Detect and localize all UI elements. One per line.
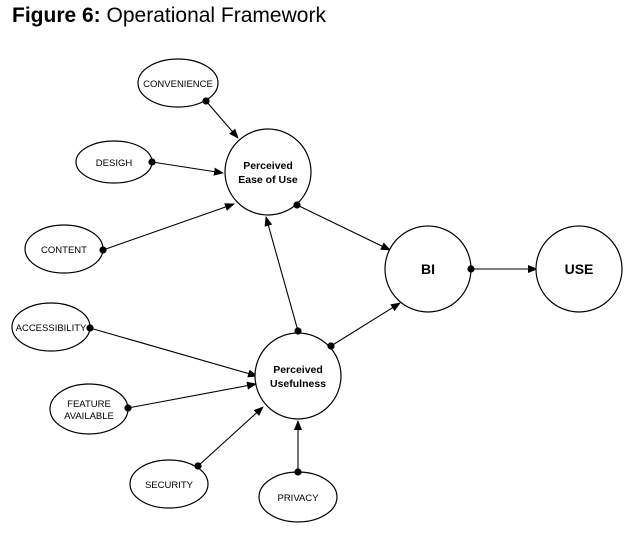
node-use: USE — [535, 225, 623, 313]
node-pu-label-2: Usefulness — [270, 378, 326, 390]
edges — [89, 100, 538, 472]
edge-content-peou — [102, 203, 235, 251]
dot-security — [194, 462, 202, 470]
dot-content — [99, 246, 107, 254]
dot-privacy — [294, 468, 302, 476]
node-accessibility: ACCESSIBILITY — [11, 302, 91, 352]
figure-title-text: Operational Framework — [106, 4, 326, 27]
node-feature-label-1: FEATURE — [67, 399, 111, 410]
node-bi-label: BI — [421, 261, 435, 277]
node-content-label: CONTENT — [41, 245, 87, 256]
edge-peou-bi — [296, 204, 391, 251]
figure-number: Figure 6: — [12, 4, 101, 27]
node-security: SECURITY — [129, 459, 209, 509]
edge-pu-bi — [330, 302, 401, 347]
edge-convenience-peou — [205, 100, 239, 139]
node-content: CONTENT — [24, 224, 104, 274]
node-privacy-label: PRIVACY — [277, 493, 319, 504]
node-peou-label-1: Perceived — [243, 160, 293, 172]
node-pu-label-1: Perceived — [273, 364, 323, 376]
dot-accessibility — [86, 324, 94, 332]
node-convenience: CONVENIENCE — [137, 58, 219, 108]
dot-convenience — [202, 97, 210, 105]
node-accessibility-label: ACCESSIBILITY — [16, 323, 87, 334]
node-use-label: USE — [565, 261, 594, 277]
node-convenience-label: CONVENIENCE — [143, 79, 213, 90]
node-peou-label-2: Ease of Use — [238, 174, 298, 186]
dot-design — [148, 158, 156, 166]
node-bi: BI — [384, 225, 472, 313]
dot-pu-top — [294, 327, 302, 335]
dot-bi — [467, 265, 475, 273]
edge-pu-peou — [264, 216, 299, 332]
node-feature-label-2: AVAILABLE — [64, 411, 114, 422]
node-design-label: DESIGH — [96, 158, 133, 169]
dot-pu-right — [327, 342, 335, 350]
node-feature-available: FEATURE AVAILABLE — [49, 383, 129, 435]
edge-design-peou — [151, 161, 224, 176]
edge-accessibility-pu — [89, 327, 258, 378]
node-perceived-ease-of-use: Perceived Ease of Use — [224, 128, 312, 216]
node-privacy: PRIVACY — [258, 471, 338, 523]
node-design: DESIGH — [75, 140, 153, 184]
dot-peou — [293, 201, 301, 209]
dot-feature — [124, 404, 132, 412]
connector-dots — [86, 97, 475, 476]
figure-title: Figure 6: Operational Framework — [12, 4, 326, 28]
edge-feature-pu — [127, 381, 257, 409]
edge-security-pu — [197, 406, 264, 467]
node-security-label: SECURITY — [145, 480, 194, 491]
